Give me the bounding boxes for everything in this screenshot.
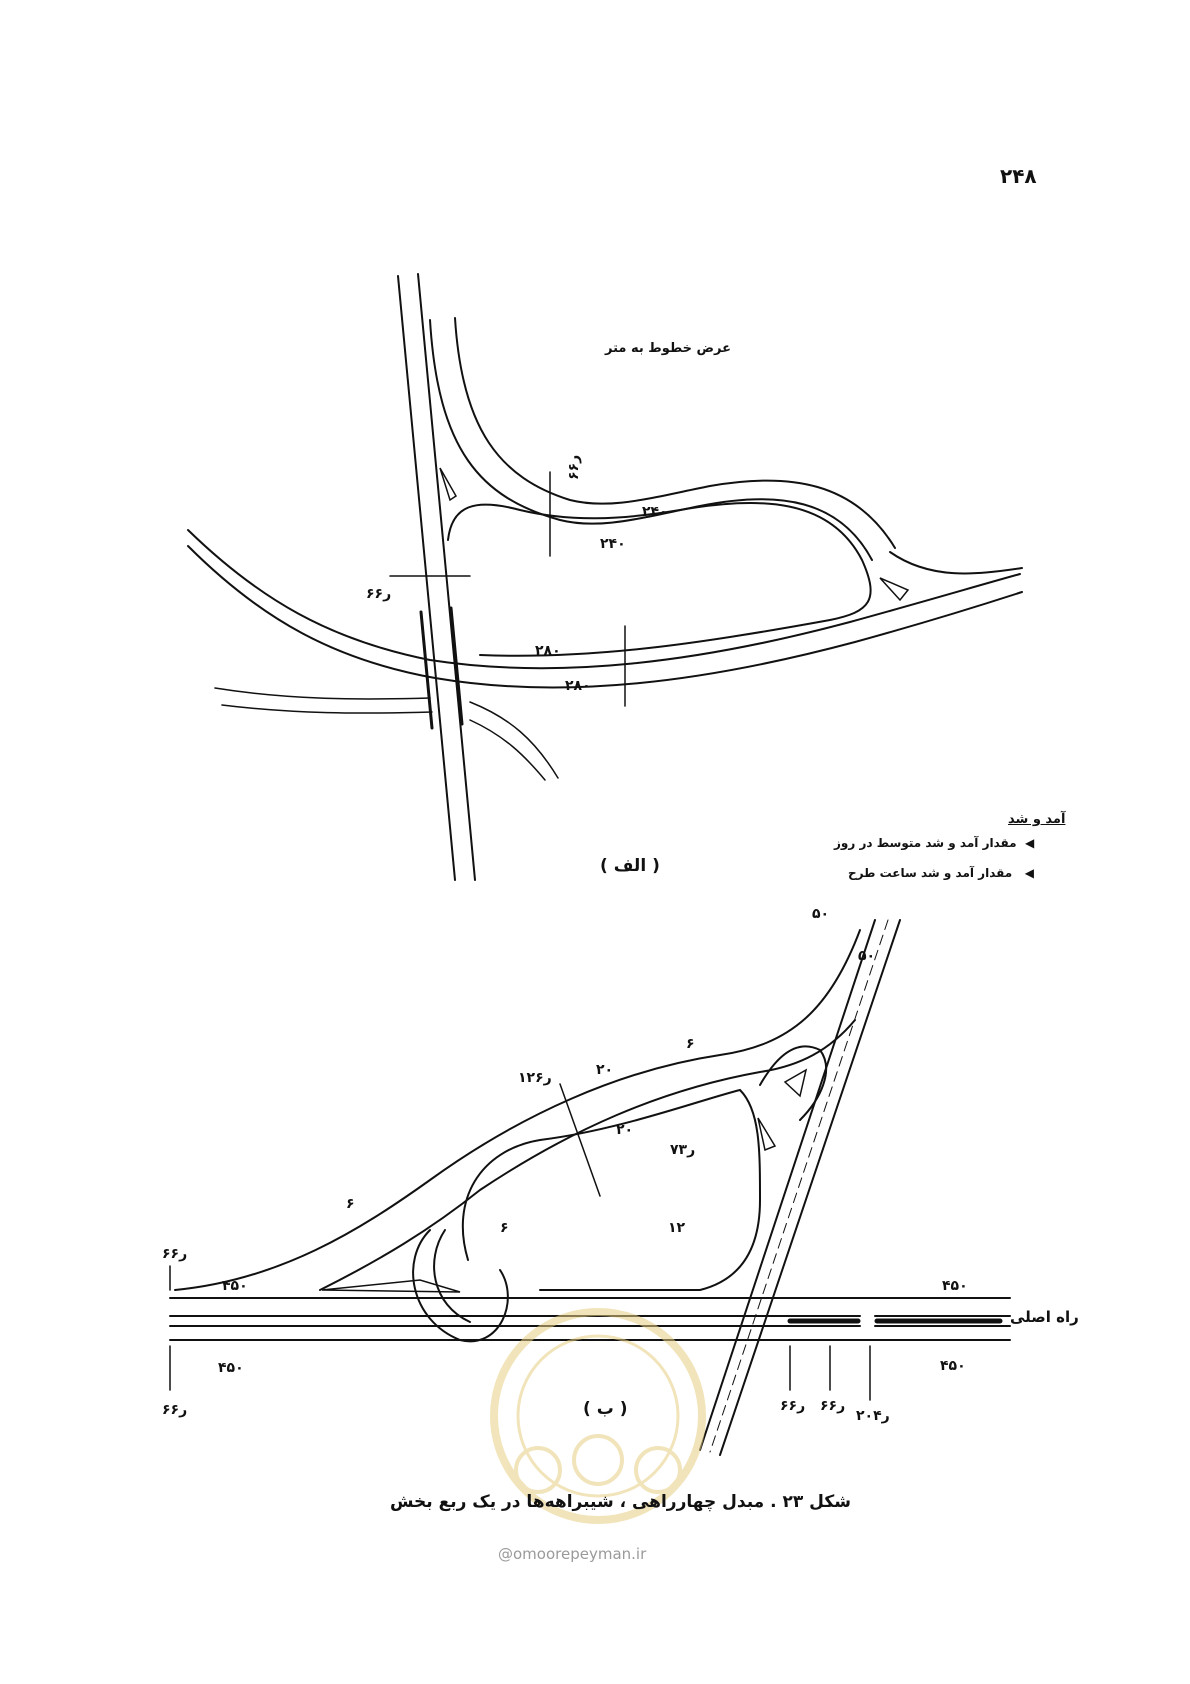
old-road-a-3 (469, 701, 559, 779)
label-b-width-3: ۶ (500, 1220, 509, 1236)
ramp-b-outer-1 (174, 929, 861, 1291)
legend-item-design-hour: ◀ مقدار آمد و شد ساعت طرح (848, 866, 1034, 880)
road-a-main-right-edge (417, 273, 476, 881)
legend-title: آمد و شد (1008, 812, 1066, 827)
old-road-a-1 (214, 687, 431, 700)
ramp-a-upper-outer-2 (454, 317, 896, 549)
bridge-rail-left (419, 610, 434, 730)
ramp-b-top-loop (759, 1045, 828, 1121)
label-a-width-1: ۶ر۶ (366, 586, 391, 602)
bridge-rail-right (449, 606, 464, 726)
label-b-width-11: ۲۰ر۴ (856, 1408, 890, 1424)
road-b-cross-right (719, 919, 901, 1456)
road-b-cross-center (709, 919, 889, 1453)
label-b-width-9: ۶ر۶ (780, 1398, 805, 1414)
diagram-b-roads (169, 919, 1011, 1456)
legend-item-daily-label: مقدار آمد و شد متوسط در روز (834, 836, 1017, 850)
label-b-volume-8: ۲۰ (616, 1122, 633, 1138)
label-b-width-8: ۶ر۶ (162, 1402, 187, 1418)
label-a-width-2: ۶ر۶ (566, 455, 582, 480)
ramp-b-small-loop (412, 1229, 509, 1343)
legend-arrow-icon: ◀ (1016, 836, 1035, 850)
label-b-volume-5: ۵۰ (812, 906, 829, 922)
old-road-a-2 (221, 704, 433, 714)
old-road-a-4 (469, 719, 546, 781)
ramp-b-small-loop-2 (433, 1229, 471, 1323)
legend-item-daily: ◀ مقدار آمد و شد متوسط در روز (834, 836, 1034, 850)
label-b-width-7: ۶ر۶ (162, 1246, 187, 1262)
label-b-width-5: ۷ر۳ (670, 1142, 695, 1158)
legend-item-design-hour-label: مقدار آمد و شد ساعت طرح (848, 866, 1013, 880)
ramp-a-loop (447, 501, 872, 657)
label-b-width-10: ۶ر۶ (820, 1398, 845, 1414)
road-b-cross-left (699, 919, 876, 1451)
main-road-label: راه اصلی (1010, 1308, 1079, 1326)
ramp-a-right-branch (889, 551, 1023, 575)
note-line-width: عرض خطوط به متر (604, 341, 731, 356)
label-a-volume-4: ۲۸۰ (565, 678, 591, 694)
road-a-main-left-edge (397, 275, 456, 881)
label-b-width-1: ۱۲ر۶ (518, 1070, 552, 1086)
label-b-volume-2: ۴۵۰ (218, 1360, 244, 1376)
label-a-volume-2: ۲۴۰ (600, 536, 626, 552)
label-b-volume-3: ۴۵۰ (942, 1278, 968, 1294)
label-a-volume-3: ۲۸۰ (535, 643, 561, 659)
watermark-seal (490, 1308, 706, 1524)
label-b-width-6: ۱۲ (668, 1220, 686, 1236)
road-a-cross-upper (187, 529, 1021, 670)
ramp-b-outer-2 (319, 1019, 856, 1291)
label-b-volume-1: ۴۵۰ (222, 1278, 248, 1294)
island-a-2 (879, 577, 910, 602)
label-b-volume-6: ۵۰ (858, 948, 875, 964)
label-a-volume-1: ۲۴۰ (642, 504, 668, 520)
figure-caption: شکل ۲۳ . مبدل چهارراهی ، شیبراهه‌ها در ی… (390, 1492, 851, 1512)
ramp-a-upper-outer (429, 319, 873, 561)
figure-a-label: ( الف ) (600, 856, 660, 876)
island-a-1 (439, 467, 457, 502)
island-b-top (783, 1068, 808, 1098)
ramp-b-loop (461, 1088, 762, 1291)
label-b-width-4: ۶ (686, 1036, 695, 1052)
watermark-url: @omoorepeyman.ir (498, 1545, 647, 1563)
road-a-cross-lower (187, 545, 1023, 689)
page-number: ۲۴۸ (1000, 164, 1037, 188)
label-b-volume-7: ۲۰ (596, 1062, 613, 1078)
island-b-mid (757, 1117, 777, 1152)
island-b-left (321, 1279, 461, 1293)
diagram-a-roads (187, 273, 1023, 881)
label-b-volume-4: ۴۵۰ (940, 1358, 966, 1374)
dim-b-6 (559, 1083, 601, 1197)
label-b-width-2: ۶ (346, 1196, 355, 1212)
figure-b-label: ( ب ) (583, 1399, 628, 1419)
legend-arrow-icon: ◀ (1012, 866, 1034, 880)
